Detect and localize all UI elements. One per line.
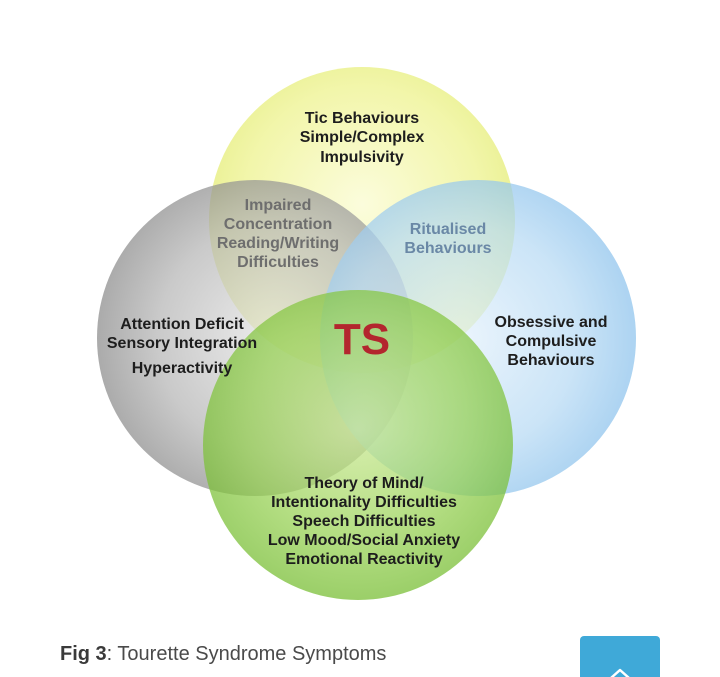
svg-text:Intentionality Difficulties: Intentionality Difficulties — [271, 494, 457, 511]
svg-text:Tic Behaviours: Tic Behaviours — [305, 110, 420, 127]
label-right: Obsessive and Compulsive Behaviours — [495, 314, 608, 369]
svg-text:Impulsivity: Impulsivity — [320, 149, 404, 166]
svg-text:Difficulties: Difficulties — [237, 254, 319, 271]
svg-text:Theory of Mind/: Theory of Mind/ — [304, 475, 424, 492]
svg-text:Hyperactivity: Hyperactivity — [132, 360, 233, 377]
svg-text:Behaviours: Behaviours — [404, 240, 491, 257]
scroll-to-top-button[interactable] — [580, 636, 660, 677]
svg-text:Speech Difficulties: Speech Difficulties — [292, 513, 435, 530]
label-top-right-overlap: Ritualised Behaviours — [404, 221, 491, 257]
svg-text:Reading/Writing: Reading/Writing — [217, 235, 339, 252]
caption-prefix: Fig 3 — [60, 643, 107, 665]
chevron-up-icon — [610, 668, 630, 677]
caption-text: : Tourette Syndrome Symptoms — [106, 643, 387, 665]
label-top-left-overlap: Impaired Concentration Reading/Writing D… — [217, 197, 339, 271]
svg-text:Simple/Complex: Simple/Complex — [300, 129, 425, 146]
svg-text:Behaviours: Behaviours — [507, 352, 594, 369]
label-bottom: Theory of Mind/ Intentionality Difficult… — [268, 475, 460, 568]
svg-text:Ritualised: Ritualised — [410, 221, 486, 238]
center-ts-label: TS — [334, 315, 390, 364]
label-top: Tic Behaviours Simple/Complex Impulsivit… — [300, 110, 425, 166]
svg-text:Attention Deficit: Attention Deficit — [120, 316, 244, 333]
svg-text:Impaired: Impaired — [245, 197, 312, 214]
svg-text:Obsessive and: Obsessive and — [495, 314, 608, 331]
figure-caption: Fig 3: Tourette Syndrome Symptoms — [60, 643, 386, 666]
svg-text:Emotional Reactivity: Emotional Reactivity — [285, 551, 442, 568]
svg-text:Sensory Integration: Sensory Integration — [107, 335, 257, 352]
circle-emotional — [203, 290, 513, 600]
label-left: Attention Deficit Sensory Integration Hy… — [107, 316, 257, 377]
svg-text:Concentration: Concentration — [224, 216, 332, 233]
svg-text:Low Mood/Social Anxiety: Low Mood/Social Anxiety — [268, 532, 460, 549]
svg-text:Compulsive: Compulsive — [506, 333, 597, 350]
venn-diagram: Tic Behaviours Simple/Complex Impulsivit… — [97, 67, 636, 600]
